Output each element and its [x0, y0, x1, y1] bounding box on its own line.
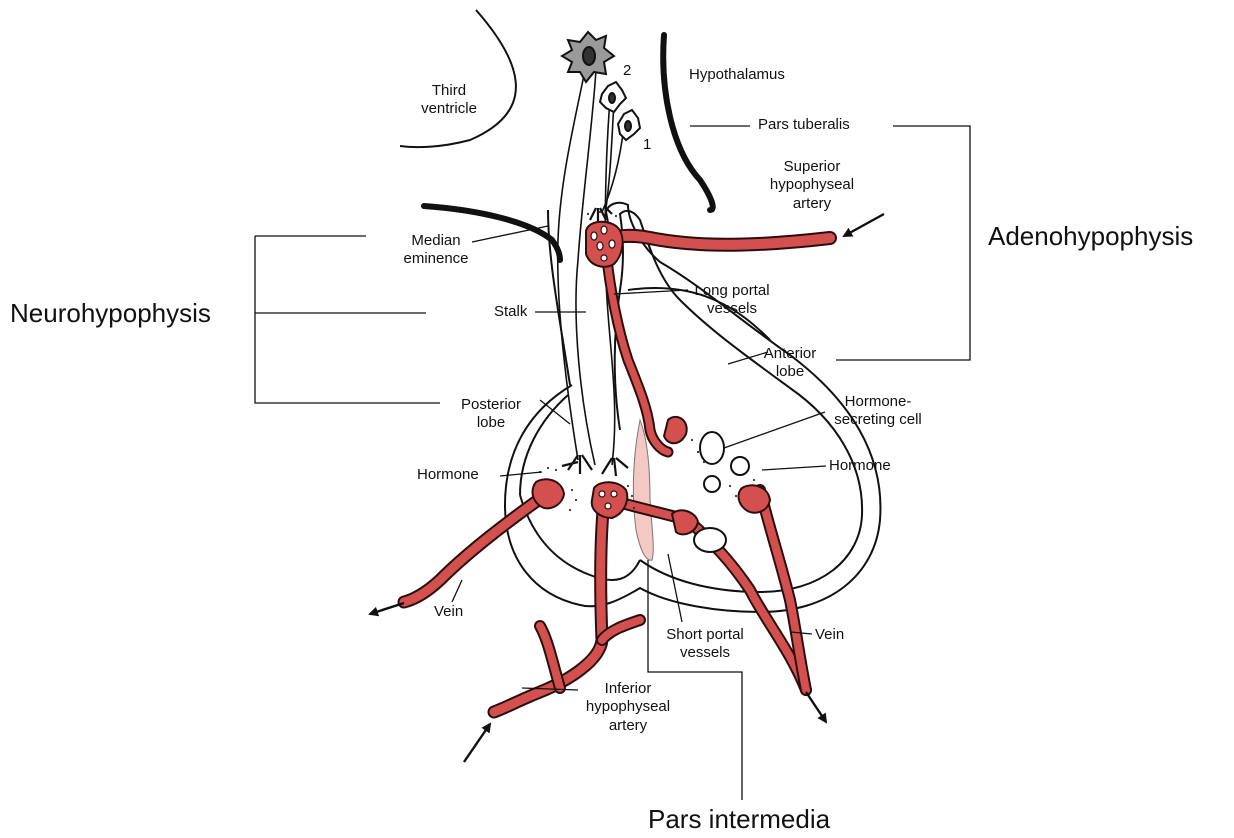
neuron-axons: [558, 70, 624, 465]
label-hormone-left: Hormone: [417, 466, 479, 484]
label-hormone-secreting-cell: Hormone- secreting cell: [834, 393, 922, 430]
label-median-eminence: Median eminence: [403, 232, 468, 269]
label-anterior-lobe: Anterior lobe: [764, 345, 817, 382]
arrow-right-vein-out: [806, 692, 826, 722]
label-neuron-2: 2: [623, 62, 631, 80]
pituitary-outline: [505, 203, 880, 612]
label-hypothalamus: Hypothalamus: [689, 66, 785, 84]
label-adenohypophysis: Adenohypophysis: [988, 221, 1193, 253]
arrow-superior-artery-in: [844, 214, 884, 236]
label-hormone-right: Hormone: [829, 457, 891, 475]
label-pars-intermedia: Pars intermedia: [648, 804, 830, 836]
label-posterior-lobe: Posterior lobe: [461, 396, 521, 433]
arrow-inferior-artery-in: [464, 724, 490, 762]
label-long-portal-vessels: Long portal vessels: [694, 282, 769, 319]
label-short-portal-vessels: Short portal vessels: [666, 626, 744, 663]
label-pars-tuberalis: Pars tuberalis: [758, 116, 850, 134]
label-vein-left: Vein: [434, 603, 463, 621]
label-neurohypophysis: Neurohypophysis: [10, 298, 211, 330]
label-third-ventricle: Third ventricle: [421, 82, 477, 119]
arrow-left-vein-out: [370, 603, 404, 614]
label-stalk: Stalk: [494, 303, 527, 321]
hypothalamus-wall: [663, 35, 713, 210]
label-neuron-1: 1: [643, 136, 651, 154]
label-inferior-hypophyseal-artery: Inferior hypophyseal artery: [586, 680, 670, 735]
third-ventricle-outline: [400, 10, 516, 147]
label-vein-right: Vein: [815, 626, 844, 644]
label-superior-hypophyseal-artery: Superior hypophyseal artery: [770, 158, 854, 213]
